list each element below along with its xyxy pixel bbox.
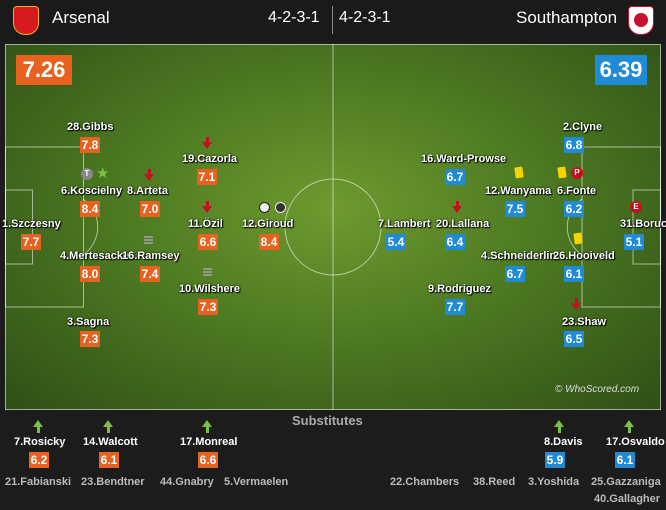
player-rating: 7.4 [140, 266, 160, 282]
arsenal-crest-icon [13, 6, 39, 35]
substitute-name[interactable]: 17.Osvaldo [606, 436, 665, 448]
substitute-rating: 6.1 [99, 452, 119, 468]
player-name[interactable]: 31.Boruc [620, 218, 666, 230]
home-formation: 4-2-3-1 [268, 9, 320, 26]
unused-substitute[interactable]: 3.Yoshida [528, 476, 580, 488]
player-rating: 6.6 [198, 234, 218, 250]
unused-substitute[interactable]: 25.Gazzaniga [591, 476, 661, 488]
goal-ball-icon [259, 202, 270, 213]
player-rating: 7.3 [198, 299, 218, 315]
home-team-rating: 7.26 [16, 55, 72, 85]
assist-ball-icon [275, 202, 286, 213]
sub-on-arrow-icon [554, 420, 564, 433]
player-name[interactable]: 3.Sagna [67, 316, 110, 328]
player-rating: 6.2 [564, 201, 584, 217]
player-name[interactable]: 4.Mertesacker [60, 250, 134, 262]
yellow-card-icon [514, 166, 524, 179]
substitute-name[interactable]: 17.Monreal [180, 436, 238, 448]
player-rating: 6.8 [564, 137, 584, 153]
player-rating: 8.4 [80, 201, 100, 217]
player-name[interactable]: 16.Ramsey [122, 250, 180, 262]
player-rating: 8.4 [259, 234, 279, 250]
home-team-name[interactable]: Arsenal [52, 8, 110, 27]
unused-substitute[interactable]: 22.Chambers [390, 476, 460, 488]
substitute-rating: 6.2 [29, 452, 49, 468]
player-name[interactable]: 6.Koscielny [61, 185, 123, 197]
player-name[interactable]: 12.Wanyama [485, 185, 552, 197]
away-team-name[interactable]: Southampton [516, 8, 618, 27]
southampton-crest-icon [628, 6, 654, 35]
substitute-rating: 6.6 [198, 452, 218, 468]
player-rating: 8.0 [80, 266, 100, 282]
player-name[interactable]: 23.Shaw [562, 316, 607, 328]
sub-on-arrow-icon [103, 420, 113, 433]
sub-off-arrow-icon [144, 169, 154, 181]
player-name[interactable]: 26.Hooiveld [553, 250, 615, 262]
penalty-icon: P [571, 167, 583, 179]
whoscored-watermark: © WhoScored.com [555, 384, 640, 395]
player-rating: 5.4 [386, 234, 406, 250]
unused-substitute[interactable]: 38.Reed [473, 476, 516, 488]
player-name[interactable]: 12.Giroud [242, 218, 294, 230]
man-of-the-match-star-icon: ★ [96, 165, 110, 182]
player-rating: 6.5 [564, 331, 584, 347]
substitute-name[interactable]: 14.Walcott [83, 436, 138, 448]
substitution-icon [203, 267, 212, 276]
player-rating: 5.1 [624, 234, 644, 250]
unused-substitute[interactable]: 5.Vermaelen [224, 476, 289, 488]
player-name[interactable]: 8.Arteta [127, 185, 168, 197]
player-name[interactable]: 16.Ward-Prowse [421, 153, 507, 165]
player-rating: 6.7 [445, 169, 465, 185]
sub-off-arrow-icon [202, 137, 212, 149]
sub-off-arrow-icon [571, 298, 581, 310]
player-name[interactable]: 19.Cazorla [182, 153, 238, 165]
player-rating: 7.7 [445, 299, 465, 315]
player-rating: 7.3 [80, 331, 100, 347]
player-rating: 6.7 [505, 266, 525, 282]
yellow-card-icon [573, 232, 583, 245]
unused-substitute[interactable]: 40.Gallagher [594, 493, 661, 505]
sub-off-arrow-icon [202, 201, 212, 213]
pitch [5, 44, 661, 410]
player-name[interactable]: 2.Clyne [563, 121, 603, 133]
player-name[interactable]: 20.Lallana [436, 218, 490, 230]
player-rating: 6.1 [564, 266, 584, 282]
sub-on-arrow-icon [33, 420, 43, 433]
yellow-card-icon [557, 166, 567, 179]
sub-off-arrow-icon [452, 201, 462, 213]
player-name[interactable]: 7.Lambert [378, 218, 431, 230]
player-name[interactable]: 10.Wilshere [179, 283, 241, 295]
substitutes-title: Substitutes [292, 413, 363, 428]
player-name[interactable]: 4.Schneiderlin [481, 250, 557, 262]
player-rating: 7.1 [197, 169, 217, 185]
away-formation: 4-2-3-1 [339, 9, 391, 26]
captain-icon: T [81, 168, 93, 180]
player-name[interactable]: 9.Rodriguez [428, 283, 491, 295]
match-header: Arsenal 4-2-3-1 4-2-3-1 Southampton [0, 0, 666, 40]
substitution-icon [144, 235, 153, 244]
player-name[interactable]: 1.Szczesny [2, 218, 61, 230]
formation-divider [332, 6, 333, 34]
player-rating: 6.4 [445, 234, 465, 250]
substitute-rating: 6.1 [615, 452, 635, 468]
pitch-markings [5, 44, 661, 410]
player-rating: 7.8 [80, 137, 100, 153]
player-rating: 7.0 [140, 201, 160, 217]
sub-on-arrow-icon [202, 420, 212, 433]
error-icon: E [630, 201, 642, 213]
player-name[interactable]: 6.Fonte [557, 185, 597, 197]
substitute-name[interactable]: 8.Davis [544, 436, 583, 448]
away-team-rating: 6.39 [595, 55, 647, 85]
sub-on-arrow-icon [624, 420, 634, 433]
substitute-rating: 5.9 [545, 452, 565, 468]
player-name[interactable]: 28.Gibbs [67, 121, 114, 133]
unused-substitute[interactable]: 23.Bendtner [81, 476, 145, 488]
player-rating: 7.5 [505, 201, 525, 217]
unused-substitute[interactable]: 21.Fabianski [5, 476, 72, 488]
substitute-name[interactable]: 7.Rosicky [14, 436, 66, 448]
player-name[interactable]: 11.Özil [188, 218, 223, 230]
unused-substitute[interactable]: 44.Gnabry [160, 476, 214, 488]
player-rating: 7.7 [21, 234, 41, 250]
